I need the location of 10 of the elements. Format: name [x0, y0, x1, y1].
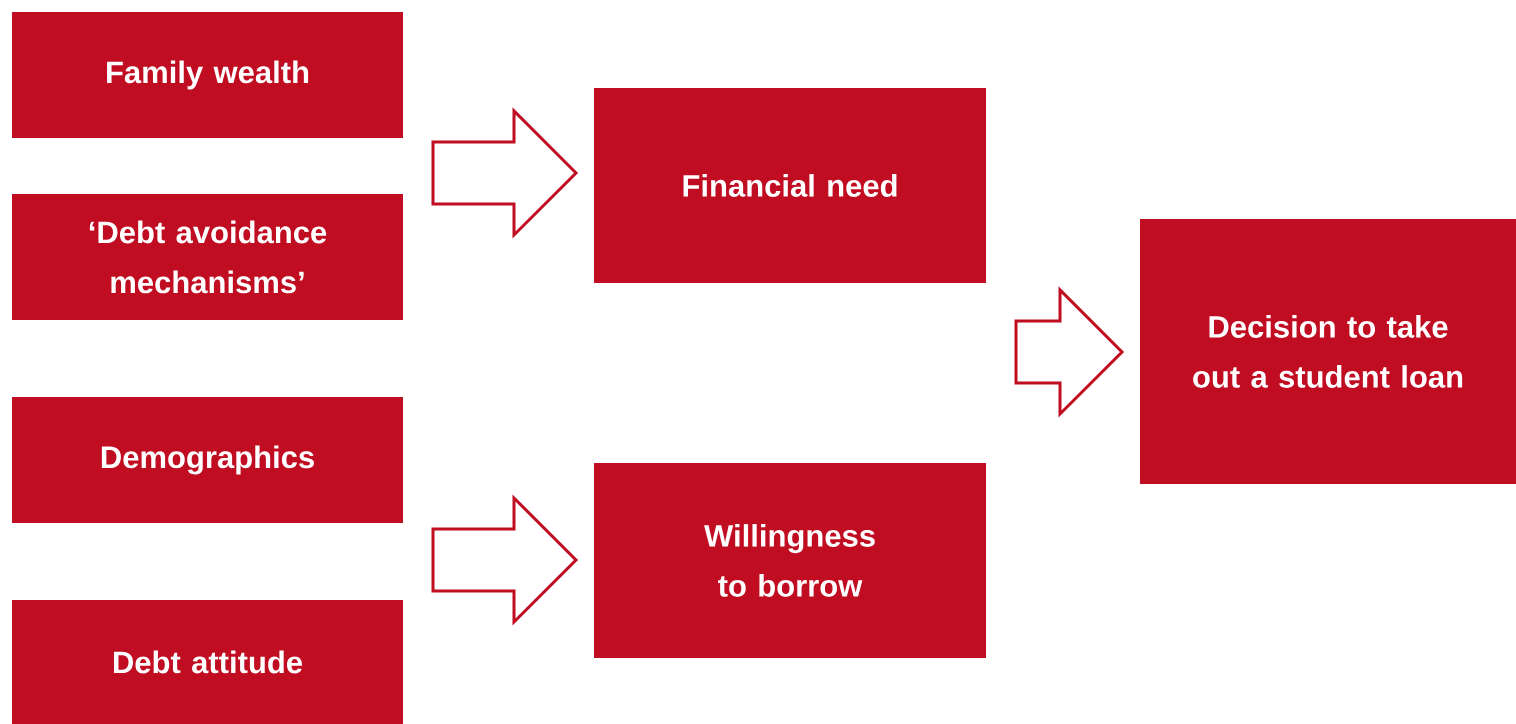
process-box: ‘Debt avoidance mechanisms’: [12, 194, 403, 320]
process-box: Willingness to borrow: [594, 463, 986, 658]
process-box: Demographics: [12, 397, 403, 523]
block-arrow: [431, 494, 579, 626]
process-box: Decision to take out a student loan: [1140, 219, 1516, 484]
block-arrow: [431, 107, 579, 239]
process-box: Financial need: [594, 88, 986, 283]
process-box: Family wealth: [12, 12, 403, 138]
process-box: Debt attitude: [12, 600, 403, 724]
block-arrow: [1014, 286, 1125, 418]
